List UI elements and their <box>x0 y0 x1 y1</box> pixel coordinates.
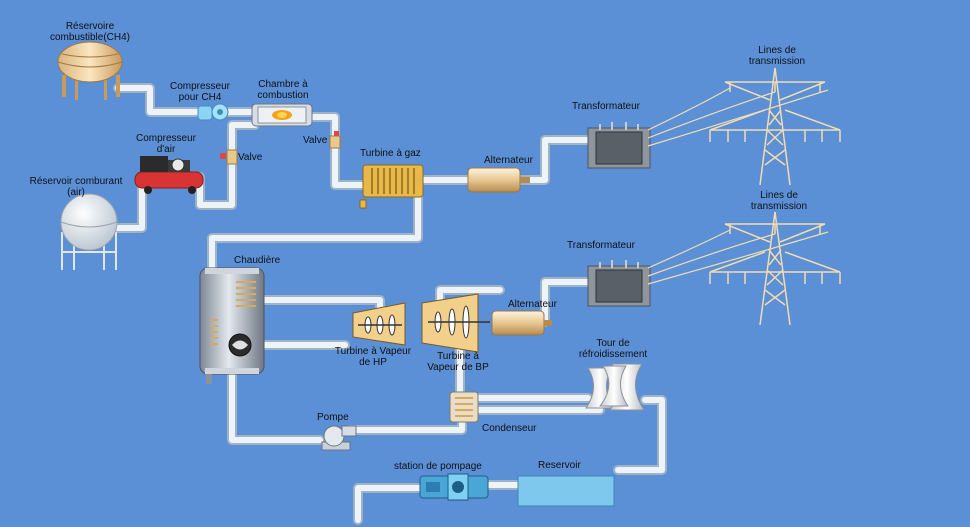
fuel-tank-icon <box>57 41 123 100</box>
label-lines-top: Lines de transmission <box>748 45 806 67</box>
label-hp-turbine: Turbine à Vapeur de HP <box>334 346 412 368</box>
transformer-bottom-icon <box>587 260 651 307</box>
label-boiler: Chaudière <box>234 255 281 266</box>
label-alternator-bottom: Alternateur <box>508 299 557 310</box>
combustion-chamber-icon <box>251 103 313 127</box>
air-tank-icon <box>60 193 118 270</box>
label-lines-bottom: Lines de transmission <box>750 190 808 212</box>
label-fuel-tank: Réservoire combustible(CH4) <box>49 21 131 43</box>
label-valve-right: Valve <box>303 135 328 146</box>
valve-left-icon <box>220 149 238 165</box>
label-cooling-tower: Tour de réfroidissement <box>578 338 648 360</box>
pump-icon <box>321 425 357 451</box>
transmission-wires <box>647 87 829 285</box>
label-bp-turbine: Turbine à Vapeur de BP <box>427 351 489 373</box>
alternator-bottom-icon <box>491 310 552 336</box>
label-pump: Pompe <box>317 412 349 423</box>
ch4-compressor-icon <box>197 103 229 121</box>
bp-turbine-icon <box>421 293 490 353</box>
label-combustion-chamber: Chambre à combustion <box>257 79 309 101</box>
alternator-top-icon <box>467 167 530 193</box>
reservoir-icon <box>517 475 615 507</box>
transformer-top-icon <box>587 122 651 169</box>
label-ch4-compressor: Compresseur pour CH4 <box>169 81 231 103</box>
gas-turbine-icon <box>359 164 424 209</box>
label-alternator-top: Alternateur <box>484 155 533 166</box>
label-transformer-bottom: Transformateur <box>567 240 635 251</box>
label-pumping-station: station de pompage <box>394 461 482 472</box>
air-compressor-icon <box>134 156 204 194</box>
condenser-icon <box>449 391 479 423</box>
valve-right-icon <box>329 131 341 149</box>
pipes <box>110 83 667 525</box>
transmission-tower-bottom-icon <box>709 211 841 326</box>
label-transformer-top: Transformateur <box>572 101 640 112</box>
boiler-icon <box>199 267 265 384</box>
label-air-compressor: Compresseur d'air <box>135 133 197 155</box>
label-valve-left: Valve <box>238 152 263 163</box>
label-gas-turbine: Turbine à gaz <box>360 148 421 159</box>
pumping-station-icon <box>419 473 489 501</box>
label-reservoir: Reservoir <box>538 460 581 471</box>
cooling-tower-icon <box>585 363 645 411</box>
transmission-tower-top-icon <box>709 67 841 186</box>
label-condenser: Condenseur <box>482 423 537 434</box>
hp-turbine-icon <box>352 302 406 346</box>
label-air-tank: Réservoir comburant (air) <box>29 176 123 198</box>
